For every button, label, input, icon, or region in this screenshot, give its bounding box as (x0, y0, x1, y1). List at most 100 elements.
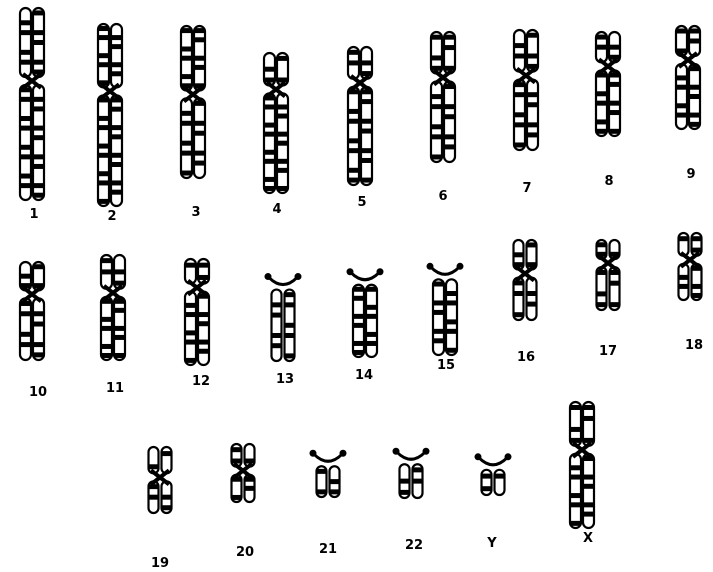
chromosome-band (528, 242, 536, 247)
chromosome-band (349, 109, 358, 114)
centromere (599, 256, 617, 270)
chromosome-x: X (570, 402, 594, 546)
chromosome-band (34, 97, 43, 102)
satellite (310, 450, 317, 457)
centromere (151, 470, 169, 484)
chromosome-band (21, 342, 30, 347)
chromosome-band (434, 329, 443, 334)
chromosome-band (597, 129, 606, 134)
chromosome-label: 2 (107, 209, 116, 224)
chromatid (570, 454, 581, 528)
chromosome-label: 4 (272, 202, 281, 217)
centromere (431, 267, 459, 274)
chromosome-band (99, 144, 108, 149)
chromosome-band (278, 104, 287, 109)
chromosome-band (112, 162, 121, 167)
chromosome-band (528, 291, 536, 296)
chromosome-band (571, 502, 580, 507)
chromosome-band (349, 119, 358, 124)
chromosome-band (528, 302, 536, 307)
chromosome-band (273, 302, 281, 307)
chromosome-band (34, 30, 43, 35)
chromosome-band (278, 141, 287, 146)
chromosome-band (571, 475, 580, 480)
chromosome-band (354, 287, 363, 292)
chromosome-band (115, 326, 124, 331)
chromosome-band (598, 242, 606, 247)
chromosome-band (584, 416, 593, 421)
chromosome-label: 12 (192, 374, 210, 389)
chromosome-band (150, 464, 158, 469)
chromosome-band (434, 300, 443, 305)
chromosome-label: 21 (319, 542, 337, 557)
chromatid (98, 95, 109, 206)
chromosome-band (515, 92, 524, 97)
chromosome-band (611, 302, 619, 307)
chromosome-label: 19 (151, 556, 169, 571)
chromosome-label: 9 (686, 167, 695, 182)
chromosome-band (99, 116, 108, 121)
chromosome-band (286, 302, 294, 307)
chromosome-band (163, 495, 171, 500)
satellite (457, 263, 464, 270)
chromosome-band (515, 54, 524, 59)
chromatid (33, 298, 44, 360)
chromosome-band (21, 50, 30, 55)
chromosome-19: 19 (149, 447, 172, 571)
chromosome-band (195, 56, 204, 61)
chromosome-5: 5 (348, 47, 372, 210)
chromosome-label: X (583, 531, 593, 546)
chromosome-band (515, 43, 524, 48)
chromosome-band (99, 35, 108, 40)
chromosome-band (528, 102, 537, 107)
chromosome-label: 14 (355, 368, 373, 383)
chromosome-band (21, 116, 30, 121)
chromosome-band (690, 28, 699, 33)
chromosome-band (598, 302, 606, 307)
centromere (23, 287, 41, 301)
chromosome-band (367, 287, 376, 292)
chromosome-20: 20 (232, 444, 255, 560)
chromosome-band (432, 104, 441, 109)
centromere (351, 273, 379, 280)
chromosome-band (115, 353, 124, 358)
chromosome-band (265, 186, 274, 191)
chromosome-band (265, 123, 274, 128)
chromosome-band (21, 183, 30, 188)
chromosome-band (265, 132, 274, 137)
chromosome-band (362, 178, 371, 183)
centromere (434, 71, 452, 85)
chromosome-band (99, 53, 108, 58)
chromosome-band (265, 159, 274, 164)
chromosome-band (21, 126, 30, 131)
chromosome-band (265, 104, 274, 109)
chromosome-band (186, 330, 195, 335)
chromosome-label: 20 (236, 545, 254, 560)
chromosome-band (515, 112, 524, 117)
chromosome-band (432, 134, 441, 139)
chromatid (527, 278, 537, 320)
chromosome-band (611, 281, 619, 286)
chromosome-band (265, 78, 274, 83)
chromosome-band (515, 122, 524, 127)
chromosome-band (21, 20, 30, 25)
chromosome-band (584, 484, 593, 489)
chromosome-band (34, 193, 43, 198)
chromosome-band (367, 332, 376, 337)
chromosome-band (186, 263, 195, 268)
centromere (573, 443, 591, 457)
chromosome-band (690, 122, 699, 127)
satellite (340, 450, 347, 457)
chromatid (20, 8, 31, 77)
chromosome-band (278, 114, 287, 119)
centromere (188, 281, 206, 295)
chromosome-band (584, 475, 593, 480)
chromosome-band (286, 353, 294, 358)
satellite (295, 273, 302, 280)
centromere (267, 82, 285, 96)
chromosome-1: 1 (20, 8, 44, 222)
chromosome-band (195, 151, 204, 156)
chromosome-band (99, 26, 108, 31)
chromosome-band (610, 82, 619, 87)
chromosome-label: 11 (106, 381, 124, 396)
